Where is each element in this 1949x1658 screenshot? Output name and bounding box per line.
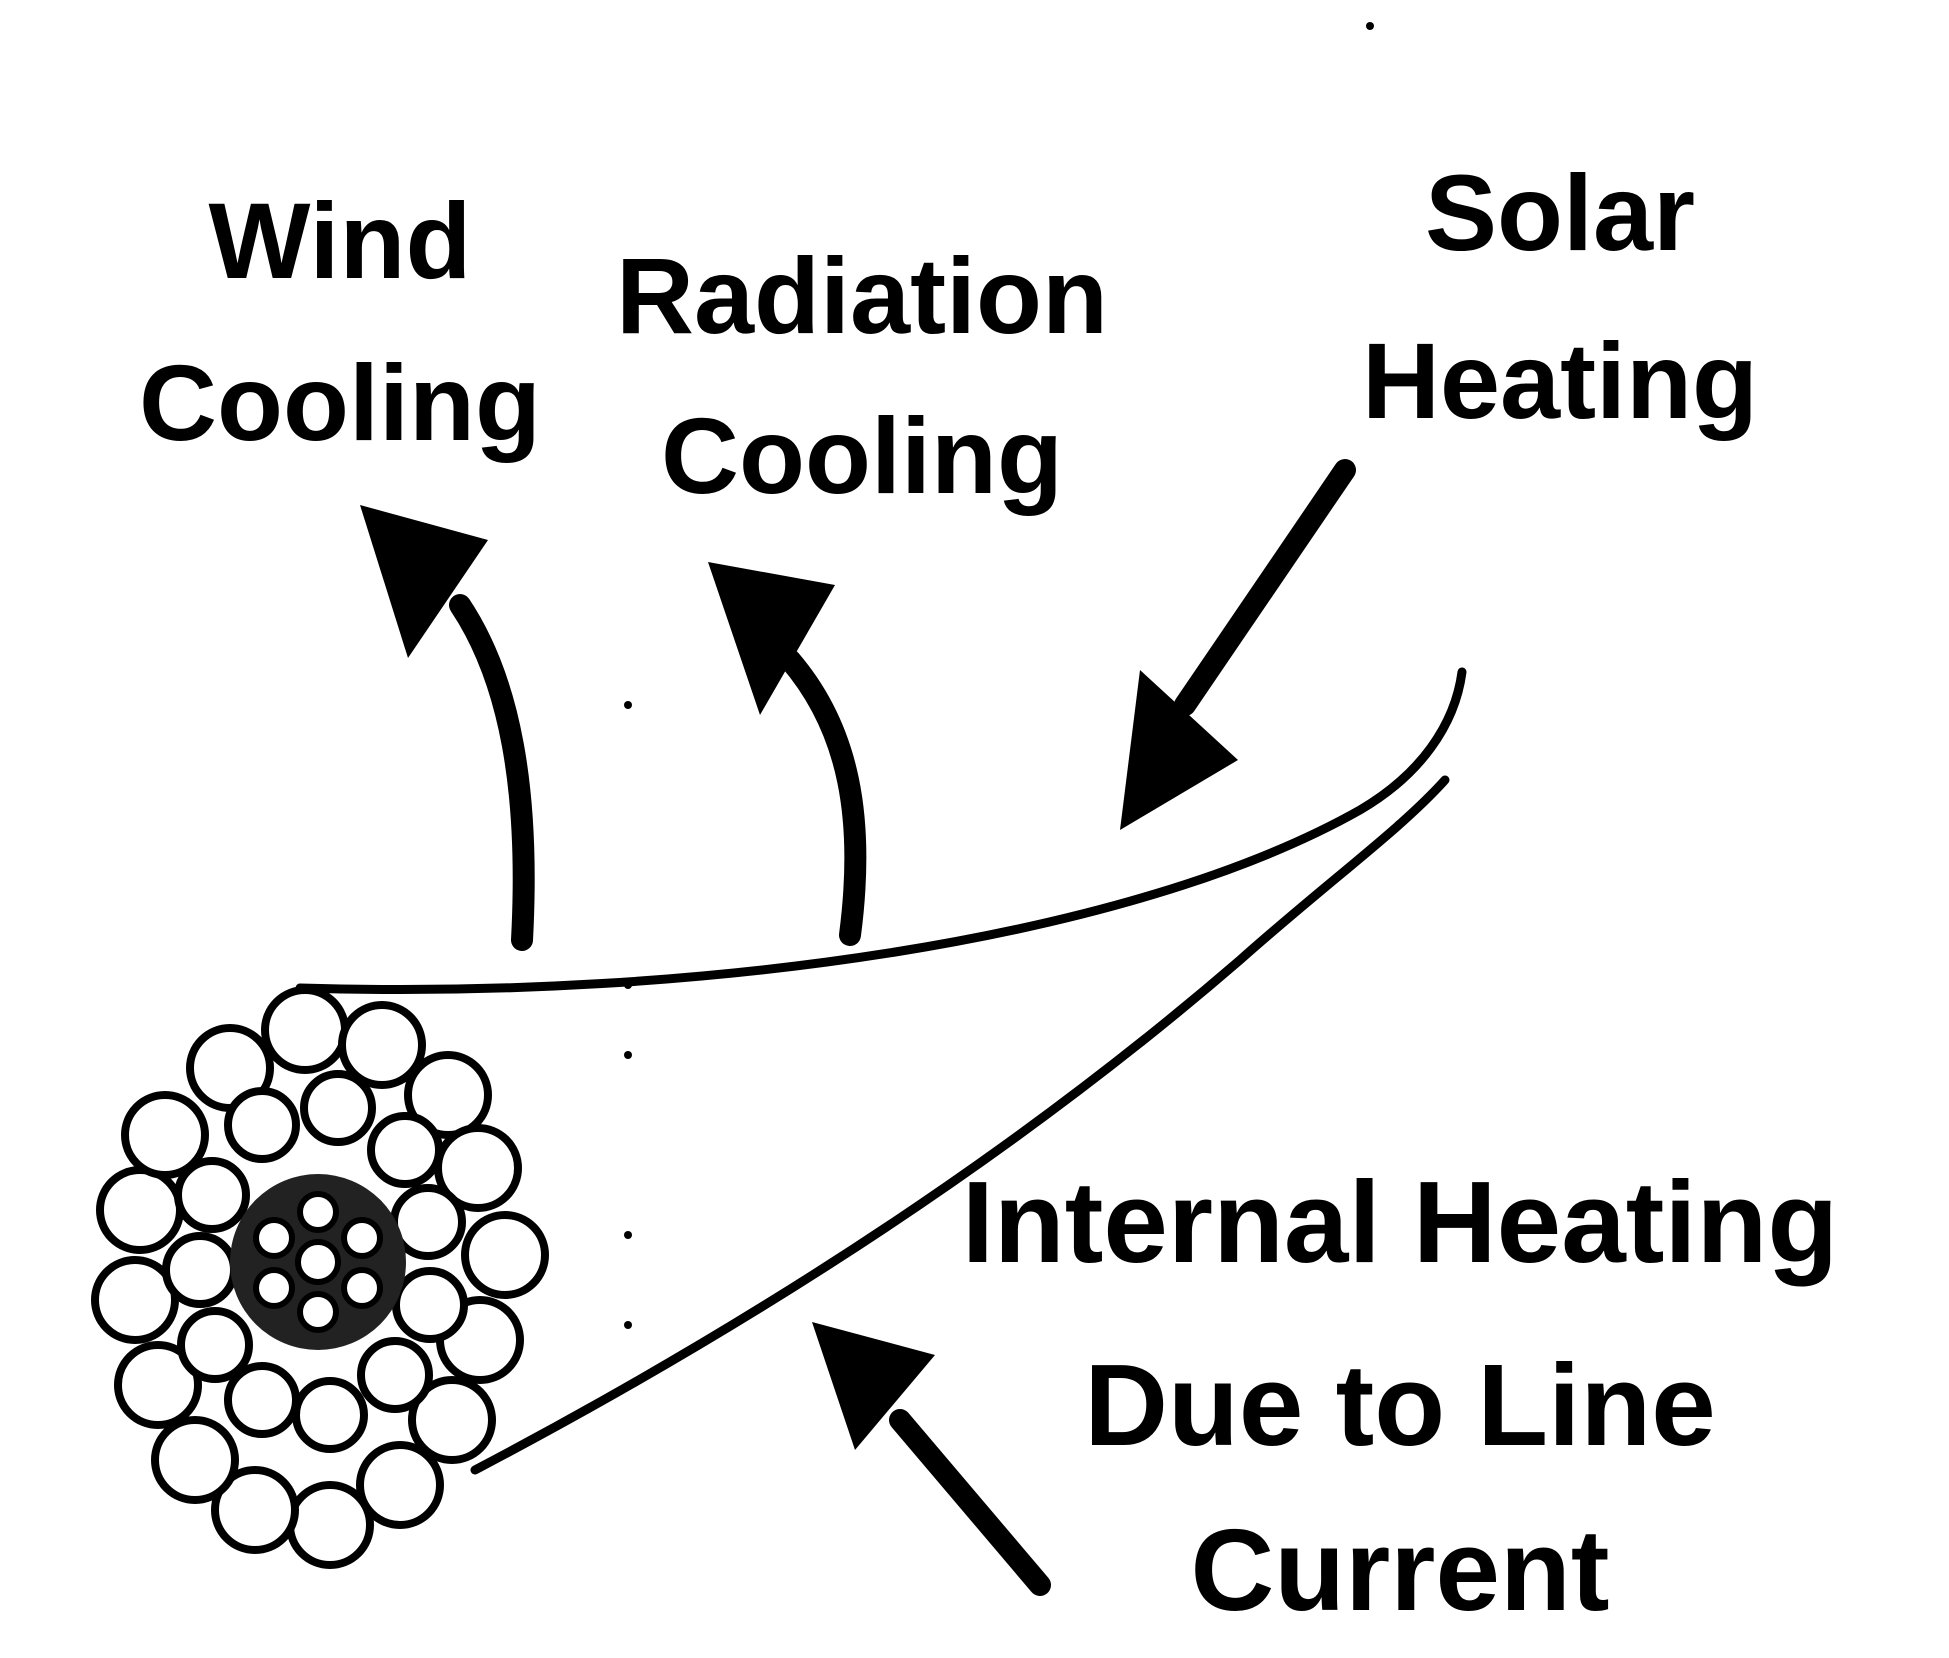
radiation-cooling-label-line1: Radiation — [616, 235, 1108, 356]
wind-cooling-label-line2: Cooling — [139, 342, 541, 463]
internal-heating-label-line3: Current — [1191, 1505, 1610, 1635]
radiation-cooling-arrow-icon — [708, 562, 867, 946]
solar-heating-label: Solar Heating — [1362, 152, 1758, 441]
wind-cooling-label-line1: Wind — [209, 180, 472, 301]
internal-heating-label-line2: Due to Line — [1084, 1340, 1716, 1470]
wind-cooling-label: Wind Cooling — [139, 180, 541, 463]
stray-dot — [1366, 22, 1374, 30]
dotted-guide-line — [624, 701, 632, 1329]
solar-heating-label-line2: Heating — [1362, 320, 1758, 441]
radiation-cooling-label-line2: Cooling — [661, 395, 1063, 516]
internal-heating-label-line1: Internal Heating — [962, 1157, 1839, 1287]
conductor-body — [295, 667, 1467, 1475]
wind-cooling-arrow-icon — [360, 505, 535, 951]
steel-core — [230, 1174, 406, 1350]
solar-heating-label-line1: Solar — [1425, 152, 1695, 273]
stranded-conductor-cross-section-icon — [91, 986, 549, 1569]
radiation-cooling-label: Radiation Cooling — [616, 235, 1108, 516]
solar-heating-arrow-icon — [1120, 459, 1356, 830]
conductor-bottom-edge — [470, 775, 1450, 1475]
conductor-top-edge — [295, 667, 1467, 994]
internal-heating-label: Internal Heating Due to Line Current — [962, 1157, 1839, 1635]
internal-heating-arrow-icon — [812, 1322, 1051, 1596]
